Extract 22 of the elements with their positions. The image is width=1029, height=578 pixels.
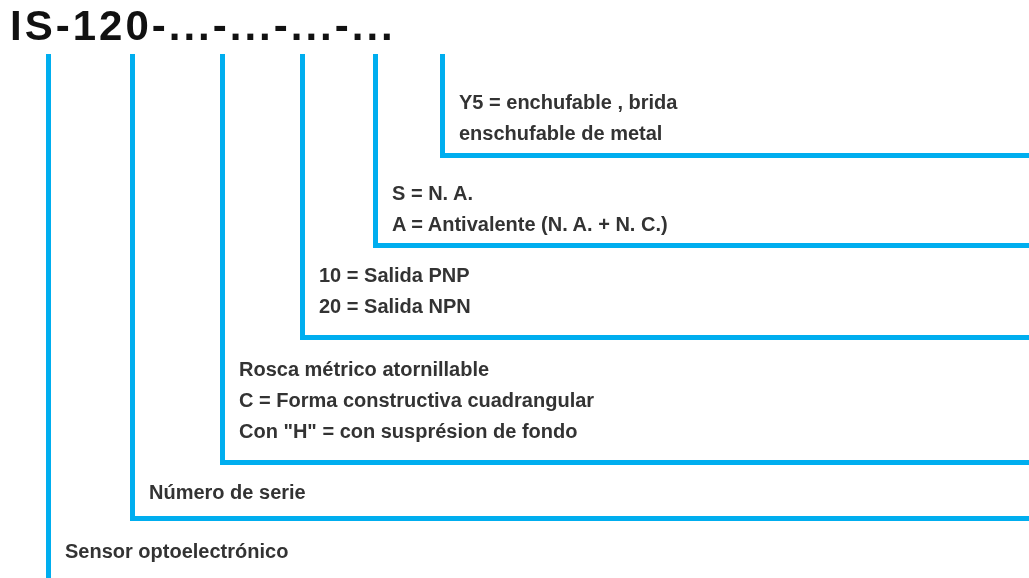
description-text: S = N. A.: [391, 181, 474, 206]
description-text: 20 = Salida NPN: [318, 294, 472, 319]
description-block: [373, 176, 1029, 248]
description-text: Sensor optoelectrónico: [64, 539, 290, 564]
description-text: Con "H" = con susprésion de fondo: [238, 419, 579, 444]
description-text: Y5 = enchufable , brida enschufable de metal: [458, 90, 679, 146]
description-text: A = Antivalente (N. A. + N. C.): [391, 212, 669, 237]
description-text: Número de serie: [148, 480, 307, 505]
leader-line: [220, 54, 225, 352]
leader-line: [46, 54, 51, 532]
description-block: [300, 258, 1029, 340]
leader-line: [130, 54, 135, 475]
description-text: C = Forma constructiva cuadrangular: [238, 388, 596, 413]
leader-line: [373, 54, 378, 176]
description-text: Rosca métrico atornillable: [238, 357, 491, 382]
leader-line: [300, 54, 305, 258]
description-block: [220, 352, 1029, 465]
description-block: [130, 475, 1029, 521]
leader-line: [440, 54, 445, 85]
description-text: 10 = Salida PNP: [318, 263, 471, 288]
description-block: [440, 85, 1029, 158]
type-code-title: IS-120-...-...-...-...: [10, 2, 396, 50]
